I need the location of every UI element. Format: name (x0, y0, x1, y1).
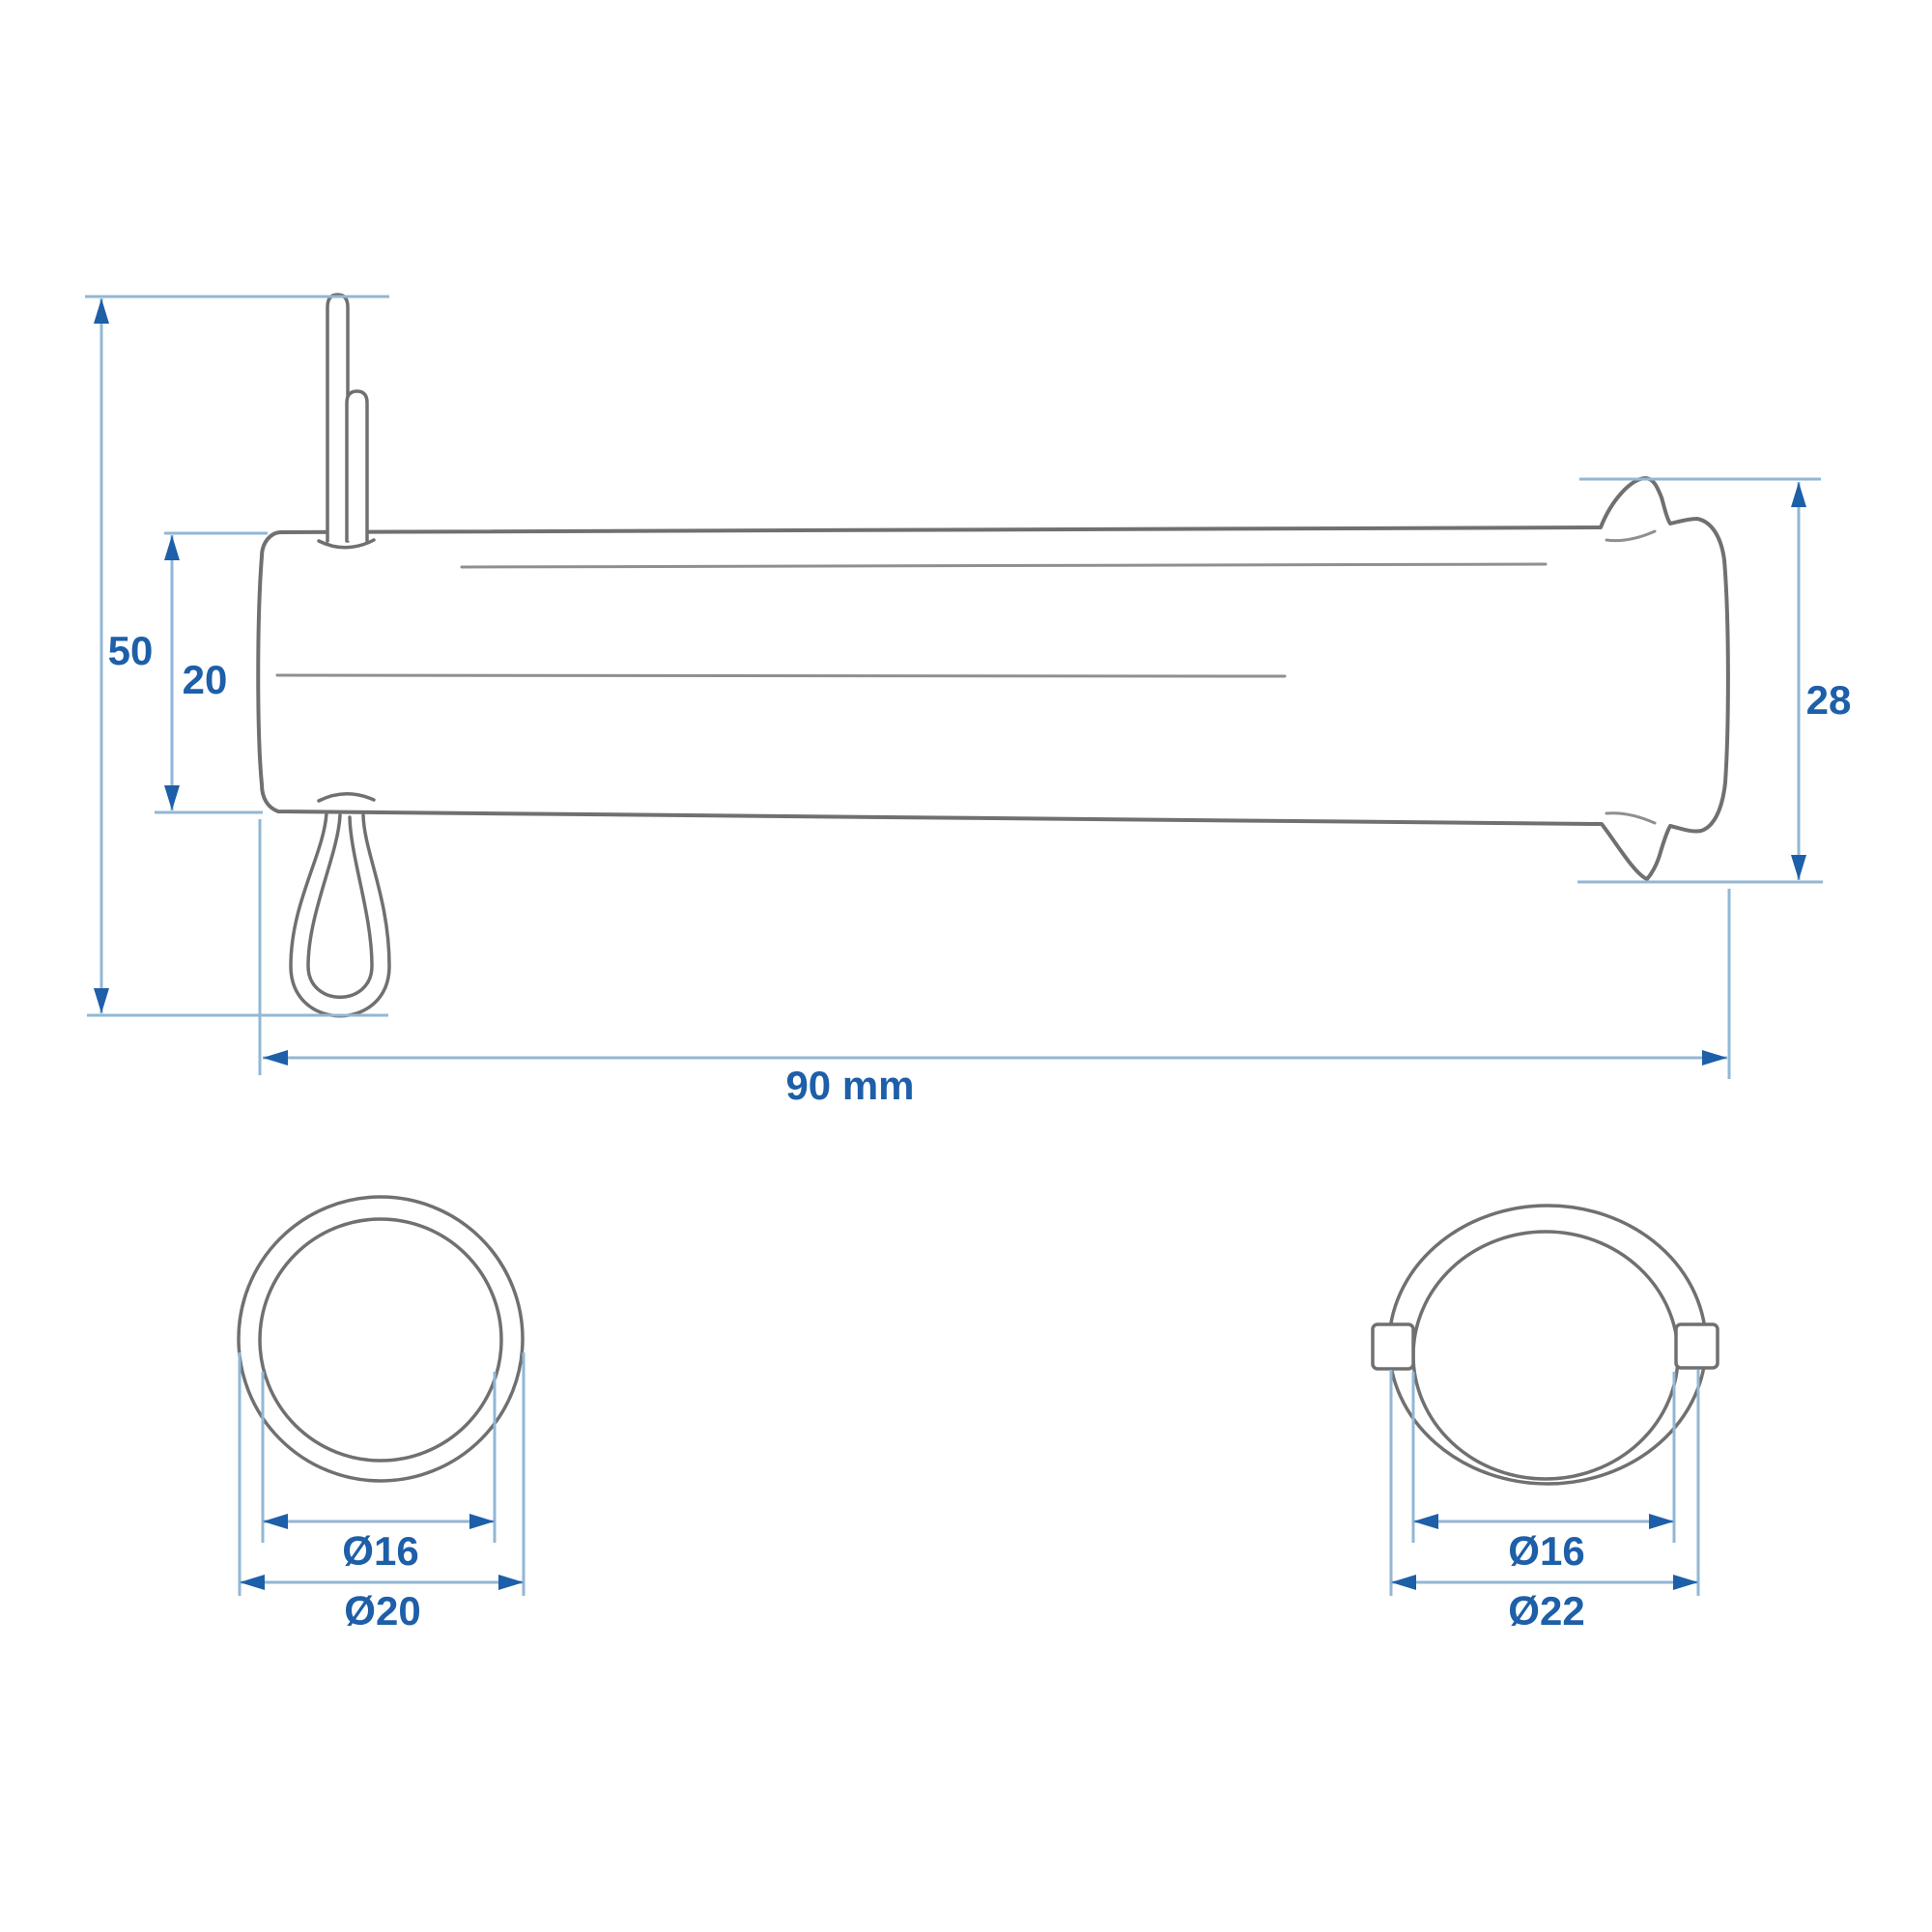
clip-tab-right (1674, 1322, 1719, 1370)
arrow-right-icon (498, 1575, 524, 1590)
dimension-outer-diameter-20: Ø20 (238, 1352, 526, 1634)
dimension-inner-diameter-16: Ø16 (261, 1372, 497, 1574)
body-highlight-middle (275, 673, 1287, 678)
arrow-up-icon (164, 535, 180, 560)
cotter-pin-loop-inner (306, 813, 374, 999)
arrow-left-icon (263, 1050, 288, 1065)
dimension-outer-diameter-22: Ø22 (1389, 1370, 1700, 1634)
outer-ring (1387, 1204, 1708, 1486)
dim-label-shaft-diameter: 20 (183, 657, 228, 702)
arrow-down-icon (164, 785, 180, 810)
dimension-overall-height-50: 50 (85, 295, 389, 1017)
head-flange-arc-top (1605, 529, 1657, 543)
dimension-shaft-diameter-20: 20 (155, 531, 268, 814)
clip-tab-left (1371, 1322, 1415, 1371)
dimension-head-diameter-28: 28 (1577, 477, 1852, 884)
dimension-overall-length-90: 90 mm (258, 819, 1731, 1108)
head-flange-arc-bottom (1605, 811, 1657, 825)
arrow-down-icon (94, 988, 109, 1013)
arrow-left-icon (240, 1575, 265, 1590)
hole-rim-arc-bottom (317, 792, 376, 803)
arrow-left-icon (1413, 1514, 1438, 1529)
inner-circle (258, 1217, 503, 1463)
dim-label-head-diameter: 28 (1806, 677, 1852, 723)
arrow-down-icon (1791, 855, 1806, 880)
arrow-right-icon (469, 1514, 495, 1529)
cotter-pin-loop-outer (289, 811, 391, 1018)
section-view-pin-end: Ø16 Ø20 (237, 1195, 526, 1634)
inner-circle (1411, 1230, 1680, 1481)
body-highlight-upper (460, 562, 1548, 569)
outer-circle (237, 1195, 525, 1483)
pin-body-outline (256, 476, 1730, 881)
dim-label-overall-height: 50 (108, 628, 154, 673)
arrow-right-icon (1702, 1050, 1727, 1065)
hole-rim-arc-top (317, 538, 376, 550)
arrow-left-icon (1391, 1575, 1416, 1590)
dim-label-overall-length: 90 mm (785, 1063, 914, 1108)
arrow-right-icon (1649, 1514, 1674, 1529)
arrow-left-icon (263, 1514, 288, 1529)
section-view-head-end: Ø16 Ø22 (1371, 1204, 1719, 1634)
dim-label-outer-diameter: Ø22 (1508, 1588, 1584, 1634)
dim-label-inner-diameter: Ø16 (1508, 1528, 1584, 1574)
cotter-pin-short-prong (345, 389, 369, 543)
cotter-pin-long-prong (326, 293, 350, 543)
arrow-up-icon (94, 298, 109, 324)
arrow-right-icon (1673, 1575, 1698, 1590)
arrow-up-icon (1791, 482, 1806, 507)
dim-label-outer-diameter: Ø20 (344, 1588, 420, 1634)
dim-label-inner-diameter: Ø16 (342, 1528, 418, 1574)
dimension-inner-diameter-16: Ø16 (1411, 1372, 1676, 1574)
side-view (256, 293, 1730, 1018)
